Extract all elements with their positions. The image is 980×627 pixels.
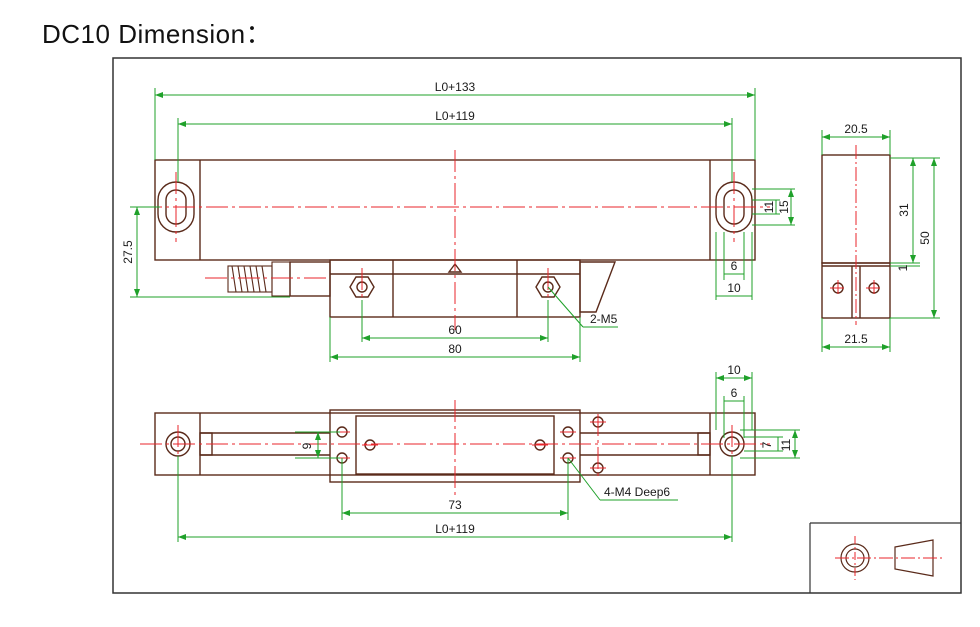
dim-50: 50 <box>918 231 932 245</box>
dim-1: 1 <box>896 264 910 271</box>
dim-21-5: 21.5 <box>844 332 868 346</box>
dim-27-5: 27.5 <box>121 240 135 264</box>
dim-4-m4: 4-M4 Deep6 <box>604 485 670 499</box>
front-view-dimensions <box>130 88 795 362</box>
dim-11-top: 11 <box>762 200 776 213</box>
dim-60: 60 <box>448 323 462 337</box>
dim-lo-133: L0+133 <box>435 80 476 94</box>
front-view-centerlines <box>140 150 770 330</box>
dim-10-top: 10 <box>727 281 741 295</box>
dim-31: 31 <box>897 203 911 217</box>
dim-lo-119-top: L0+119 <box>435 109 475 123</box>
plan-view-dimensions <box>177 372 800 542</box>
dim-20-5: 20.5 <box>844 122 868 136</box>
cable-spring <box>227 261 291 297</box>
dim-9: 9 <box>300 442 314 449</box>
front-view-arrows <box>134 92 794 360</box>
dim-lo-119-bottom: L0+119 <box>435 522 475 536</box>
side-view-centerlines <box>830 145 882 325</box>
side-view-arrows <box>822 134 937 350</box>
projection-symbol <box>809 522 961 593</box>
side-view-dimensions <box>821 130 940 352</box>
plan-view-arrows <box>178 375 798 540</box>
dim-6-top: 6 <box>731 259 738 273</box>
dim-73: 73 <box>448 498 462 512</box>
drawing-frame <box>112 57 962 594</box>
page-title: DC10 Dimension： <box>42 19 273 49</box>
dim-80: 80 <box>448 342 462 356</box>
dim-10-bottom: 10 <box>727 363 741 377</box>
dim-2-m5: 2-M5 <box>590 312 618 326</box>
dim-15: 15 <box>777 200 791 214</box>
plan-view-centerlines <box>140 400 770 495</box>
dim-11-bottom: 11 <box>779 438 793 451</box>
dim-7: 7 <box>760 441 774 448</box>
dim-6-bottom: 6 <box>731 386 738 400</box>
